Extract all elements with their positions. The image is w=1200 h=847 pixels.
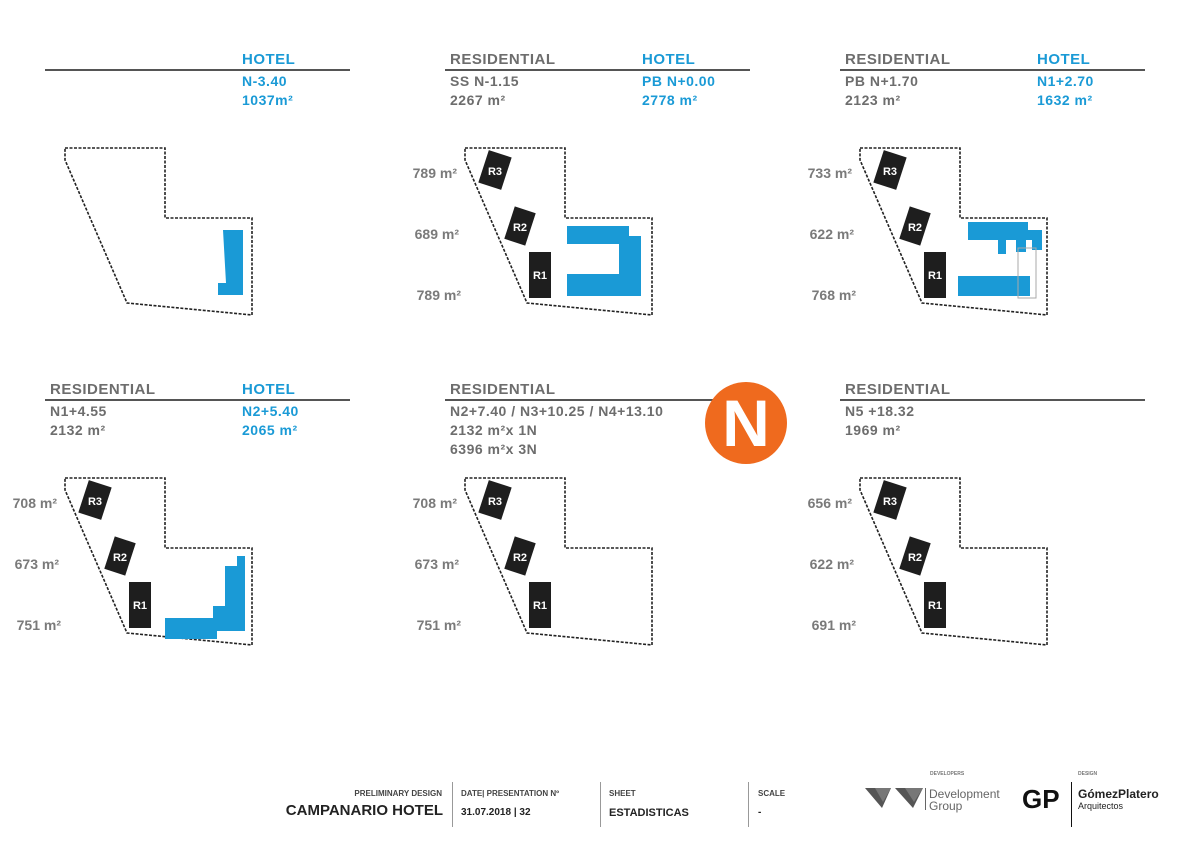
building-area: 673 m² [414,556,459,572]
residential-label: RESIDENTIAL [450,381,556,398]
site-boundary [464,477,653,646]
hotel-level: N-3.40 [242,73,288,89]
building-area: 673 m² [14,556,59,572]
hotel-label: HOTEL [642,51,696,68]
residential-level: PB N+1.70 [845,73,919,89]
design-label: DESIGN [1078,771,1098,777]
divider [452,782,453,827]
building-area: 751 m² [16,617,61,633]
building-label: R1 [928,600,942,612]
building-area: 691 m² [811,617,856,633]
building-area: 768 m² [811,287,856,303]
building-label: R2 [513,222,527,234]
building-label: R2 [908,552,922,564]
hotel-area: 2065 m² [242,422,298,438]
site-boundary [464,147,653,316]
building-label: R3 [488,496,502,508]
hotel-level: N2+5.40 [242,403,299,419]
panel-rule [840,69,1145,71]
developers-label: DEVELOPERS [930,771,965,777]
panel-rule [840,399,1145,401]
residential-area: 2132 m²x 1N [450,422,538,438]
hotel-label: HOTEL [1037,51,1091,68]
gp-logo: GP [1022,784,1060,814]
building-area: 708 m² [12,495,57,511]
developer-name: Development [929,787,1000,801]
building-area: 622 m² [809,226,854,242]
hotel-area: 2778 m² [642,92,698,108]
n-logo: N [705,382,787,464]
divider [1071,782,1072,827]
residential-area2: 6396 m²x 3N [450,441,538,457]
residential-area: 2132 m² [50,422,106,438]
building-area: 751 m² [416,617,461,633]
building-label: R3 [488,166,502,178]
building-label: R2 [513,552,527,564]
building-label: R1 [928,270,942,282]
hotel-level: N1+2.70 [1037,73,1094,89]
design-firm: GómezPlatero [1078,787,1159,801]
sheet-label: SHEET [609,789,636,798]
hotel-label: HOTEL [242,51,296,68]
building-area: 789 m² [416,287,461,303]
residential-label: RESIDENTIAL [845,381,951,398]
panel-rule [445,399,750,401]
residential-label: RESIDENTIAL [450,51,556,68]
scale-value: - [758,807,762,818]
site-boundary [64,147,253,316]
hotel-level: PB N+0.00 [642,73,716,89]
building-label: R1 [133,600,147,612]
divider [925,788,926,810]
hotel-area: 1037m² [242,92,294,108]
divider [748,782,749,827]
residential-level: N5 +18.32 [845,403,915,419]
building-label: R2 [113,552,127,564]
building-label: R1 [533,600,547,612]
panel-rule [445,69,750,71]
building-area: 789 m² [412,165,457,181]
hotel-label: HOTEL [242,381,296,398]
building-area: 708 m² [412,495,457,511]
building-area: 622 m² [809,556,854,572]
residential-level: N1+4.55 [50,403,107,419]
residential-area: 1969 m² [845,422,901,438]
site-plan [64,147,265,328]
building-area: 656 m² [807,495,852,511]
site-boundary [859,477,1048,646]
building-label: R3 [883,496,897,508]
design-firm-sub: Arquitectos [1078,801,1124,811]
scale-label: SCALE [758,789,786,798]
date-value: 31.07.2018 | 32 [461,807,531,818]
panel-rule [45,69,350,71]
date-label: DATE| PRESENTATION Nº [461,789,560,798]
developer-name-2: Group [929,799,963,813]
prelim-label: PRELIMINARY DESIGN [354,789,442,798]
residential-level: SS N-1.15 [450,73,520,89]
developer-logo-icon [865,788,923,815]
building-label: R3 [88,496,102,508]
sheet-value: ESTADISTICAS [609,807,689,819]
building-area: 689 m² [414,226,459,242]
site-boundary [64,477,253,646]
building-area: 733 m² [807,165,852,181]
building-label: R2 [908,222,922,234]
residential-label: RESIDENTIAL [845,51,951,68]
residential-area: 2267 m² [450,92,506,108]
divider [600,782,601,827]
panel-rule [45,399,350,401]
residential-area: 2123 m² [845,92,901,108]
residential-label: RESIDENTIAL [50,381,156,398]
site-boundary [859,147,1048,316]
building-label: R3 [883,166,897,178]
building-label: R1 [533,270,547,282]
hotel-area: 1632 m² [1037,92,1093,108]
project-name: CAMPANARIO HOTEL [285,802,443,819]
residential-level: N2+7.40 / N3+10.25 / N4+13.10 [450,403,664,419]
